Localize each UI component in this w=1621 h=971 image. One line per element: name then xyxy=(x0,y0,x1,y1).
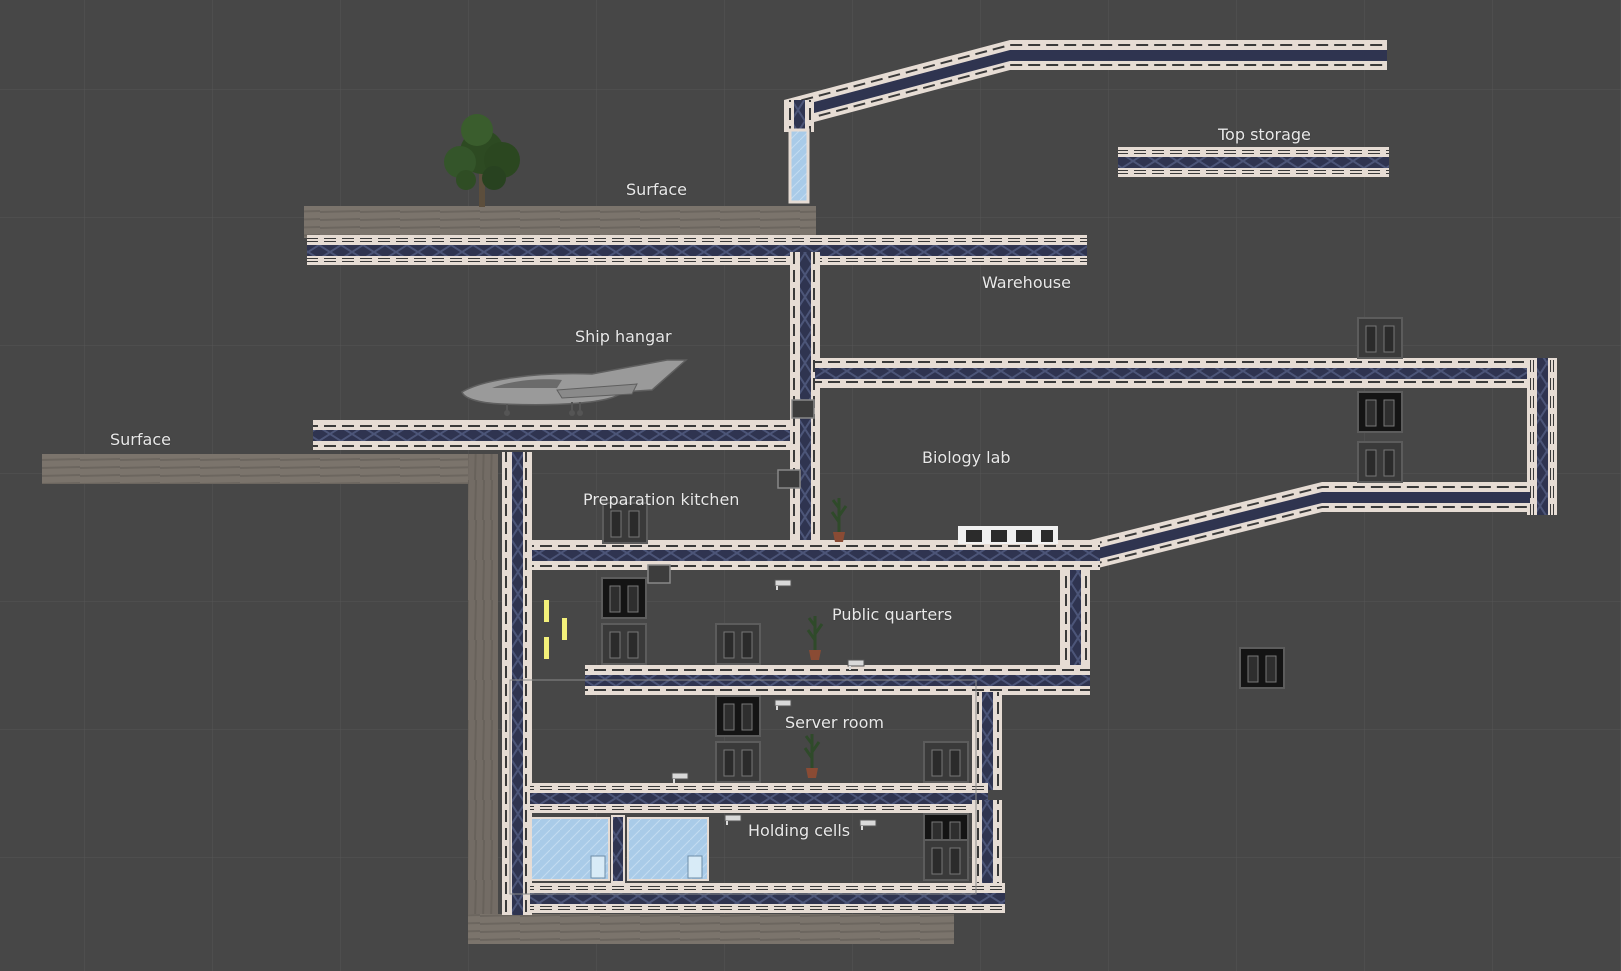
lab-bench xyxy=(958,526,1058,544)
elevator-icon[interactable] xyxy=(1357,391,1403,433)
girder-structure xyxy=(307,40,1557,915)
wall-panel xyxy=(647,564,671,584)
girder-left-shaft xyxy=(502,452,532,915)
security-camera-icon xyxy=(774,699,792,710)
girder-quarters-right xyxy=(1060,570,1090,670)
girder-top-storage xyxy=(1118,147,1389,177)
girder-surface xyxy=(307,235,1087,265)
label-top-storage: Top storage xyxy=(1218,125,1311,144)
security-camera-icon xyxy=(724,814,742,825)
label-ship-hangar: Ship hangar xyxy=(575,327,672,346)
label-surface-left: Surface xyxy=(110,430,171,449)
girder-shaft-main xyxy=(790,252,820,545)
girder-cells-floor xyxy=(530,883,1005,913)
wall-panel xyxy=(777,469,801,489)
label-holding-cells: Holding cells xyxy=(748,821,851,840)
ground-terrain xyxy=(42,206,954,944)
girder-cells-right xyxy=(972,800,1002,890)
warning-lights xyxy=(544,600,567,659)
girder-kitchen xyxy=(530,540,1100,570)
plant-set xyxy=(803,498,848,778)
double-door-icon[interactable] xyxy=(602,502,648,544)
girder-roof xyxy=(783,40,1387,130)
double-door-icon[interactable] xyxy=(1357,441,1403,483)
holding-cell-glass xyxy=(530,815,709,883)
security-camera-icon xyxy=(859,819,877,830)
glass-tube xyxy=(788,128,810,204)
elevator-icon[interactable] xyxy=(715,695,761,737)
double-door-icon[interactable] xyxy=(923,741,969,783)
double-door-icon[interactable] xyxy=(923,839,969,881)
wall-panel xyxy=(791,399,815,419)
security-camera-icon xyxy=(671,772,689,783)
label-preparation-kitchen: Preparation kitchen xyxy=(583,490,740,509)
girder-ship-hangar xyxy=(313,420,790,450)
girder-warehouse-right xyxy=(1527,358,1557,515)
elevator-icon[interactable] xyxy=(1239,647,1285,689)
tree-icon xyxy=(444,114,520,207)
double-door-icon[interactable] xyxy=(715,741,761,783)
double-door-icon[interactable] xyxy=(601,623,647,665)
elevator-icon[interactable] xyxy=(601,577,647,619)
potted-plant-icon xyxy=(806,616,824,660)
label-server-room: Server room xyxy=(785,713,884,732)
potted-plant-icon xyxy=(830,498,848,542)
security-camera-icon xyxy=(847,659,865,670)
label-surface-top: Surface xyxy=(626,180,687,199)
girder-warehouse xyxy=(815,358,1530,388)
potted-plant-icon xyxy=(803,734,821,778)
girder-server-floor xyxy=(530,783,988,813)
girder-server-right xyxy=(972,692,1002,790)
girder-roof-post xyxy=(784,100,814,132)
security-camera-icon xyxy=(774,579,792,590)
label-biology-lab: Biology lab xyxy=(922,448,1011,467)
double-door-icon[interactable] xyxy=(1357,317,1403,359)
label-warehouse: Warehouse xyxy=(982,273,1071,292)
spaceship-icon[interactable] xyxy=(461,359,688,416)
label-public-quarters: Public quarters xyxy=(832,605,953,624)
door-set[interactable] xyxy=(601,317,1403,881)
girder-biology-slope xyxy=(1089,482,1530,570)
camera-set xyxy=(671,579,877,830)
guide-lines xyxy=(509,679,977,895)
double-door-icon[interactable] xyxy=(715,623,761,665)
